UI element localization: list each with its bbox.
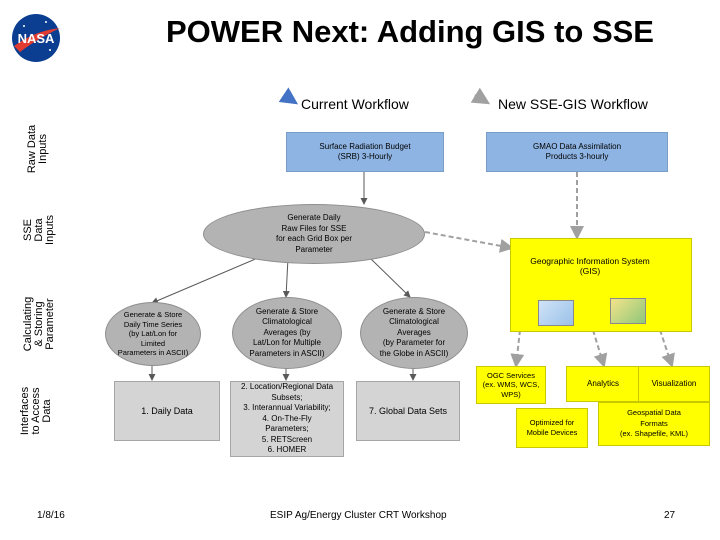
svg-text:NASA: NASA — [18, 31, 55, 46]
raw-files-ellipse: Generate Daily Raw Files for SSE for eac… — [203, 204, 425, 264]
footer-workshop: ESIP Ag/Energy Cluster CRT Workshop — [270, 510, 447, 521]
slide-title: POWER Next: Adding GIS to SSE — [166, 14, 654, 49]
current-workflow-header: Current Workflow — [301, 96, 409, 112]
nasa-logo: NASA — [8, 10, 64, 66]
analytics-box: Analytics — [566, 366, 640, 402]
clim-lat-ellipse: Generate & Store Climatological Averages… — [232, 297, 342, 369]
gis-map-icon — [538, 300, 574, 326]
current-header-arrow — [278, 87, 299, 105]
srb-box: Surface Radiation Budget (SRB) 3-Hourly — [286, 132, 444, 172]
side-label-raw-data: Raw Data Inputs — [26, 124, 49, 174]
gmao-box: GMAO Data Assimilation Products 3-hourly — [486, 132, 668, 172]
dashed-raw-to-gis — [424, 231, 514, 253]
daily-data-box: 1. Daily Data — [114, 381, 220, 441]
global-data-box: 7. Global Data Sets — [356, 381, 460, 441]
side-label-calculating: Calculating & Storing Parameter — [22, 296, 56, 352]
ogc-services-box: OGC Services (ex. WMS, WCS, WPS) — [476, 366, 546, 404]
dashed-gis-to-ogc — [510, 329, 525, 368]
dashed-gis-to-visualization — [659, 329, 675, 368]
gis-chart-icon — [610, 298, 646, 324]
timeseries-ellipse: Generate & Store Daily Time Series (by L… — [105, 302, 201, 366]
mobile-devices-box: Optimized for Mobile Devices — [516, 408, 588, 448]
dashed-gis-to-analytics — [592, 329, 608, 368]
footer-page-number: 27 — [664, 510, 676, 521]
arrow-raw-to-clim-glob — [369, 257, 411, 298]
arrow-raw-to-clim-lat — [282, 257, 290, 298]
new-header-arrow — [470, 87, 491, 105]
visualization-box: Visualization — [638, 366, 710, 402]
new-workflow-header: New SSE-GIS Workflow — [498, 96, 648, 112]
gis-label: Geographic Information System (GIS) — [530, 255, 650, 277]
side-label-interfaces: Interfaces to Access Data — [19, 386, 53, 436]
clim-glob-ellipse: Generate & Store Climatological Averages… — [360, 297, 468, 369]
regional-data-box: 2. Location/Regional Data Subsets; 3. In… — [230, 381, 344, 457]
geospatial-formats-box: Geospatial Data Formats (ex. Shapefile, … — [598, 402, 710, 446]
footer-date: 1/8/16 — [37, 510, 65, 521]
side-label-sse-data: SSE Data Inputs — [22, 215, 56, 245]
